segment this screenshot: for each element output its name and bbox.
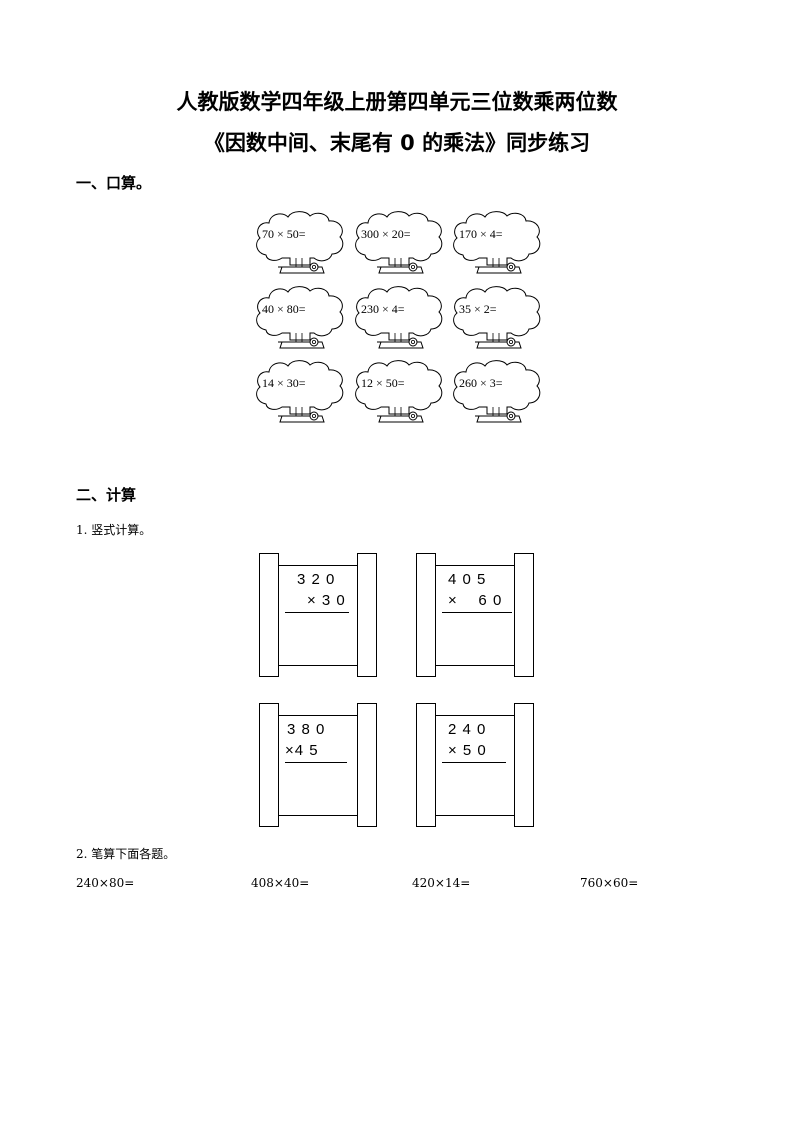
result-underline xyxy=(442,612,512,613)
cloud-tree-icon xyxy=(453,286,541,349)
vertical-calc-frame: 4 0 5 × 6 0 xyxy=(416,553,534,677)
mental-math-expression: 170 × 4= xyxy=(459,227,503,241)
cloud-tree-icon xyxy=(256,211,344,274)
multiplicand: 3 8 0 xyxy=(287,721,326,738)
multiplicand: 2 4 0 xyxy=(448,721,487,738)
result-underline xyxy=(285,762,347,763)
mental-math-expression: 260 × 3= xyxy=(459,376,503,390)
title-line-2: 《因数中间、末尾有 0 的乘法》同步练习 xyxy=(203,131,591,155)
result-underline xyxy=(442,762,506,763)
frame-outline xyxy=(259,553,377,677)
mental-math-expression: 12 × 50= xyxy=(361,376,405,390)
multiplier: × 5 0 xyxy=(448,742,487,759)
title-line-1: 人教版数学四年级上册第四单元三位数乘两位数 xyxy=(176,90,618,114)
mental-math-expression: 40 × 80= xyxy=(262,302,306,316)
vertical-calc-frame: 2 4 0 × 5 0 xyxy=(416,703,534,827)
part-2-label: 2. 笔算下面各题。 xyxy=(76,847,176,861)
cloud-tree-icon xyxy=(256,360,344,423)
frame-outline xyxy=(416,703,534,827)
mental-math-cloud: 12 × 50= xyxy=(351,356,447,426)
written-problem-3: 420×14= xyxy=(412,876,471,890)
result-underline xyxy=(285,612,349,613)
written-problem-2: 408×40= xyxy=(251,876,310,890)
written-problem-4: 760×60= xyxy=(580,876,639,890)
multiplier: ×4 5 xyxy=(285,742,319,759)
mental-math-cloud: 230 × 4= xyxy=(351,282,447,352)
cloud-tree-icon xyxy=(453,360,541,423)
cloud-tree-icon xyxy=(355,211,443,274)
mental-math-cloud: 260 × 3= xyxy=(449,356,545,426)
written-problem-1: 240×80= xyxy=(76,876,135,890)
section-1-heading: 一、口算。 xyxy=(76,174,152,192)
mental-math-cloud: 35 × 2= xyxy=(449,282,545,352)
mental-math-expression: 300 × 20= xyxy=(361,227,411,241)
mental-math-expression: 70 × 50= xyxy=(262,227,306,241)
multiplicand: 4 0 5 xyxy=(448,571,487,588)
frame-outline xyxy=(416,553,534,677)
mental-math-cloud: 40 × 80= xyxy=(252,282,348,352)
frame-outline xyxy=(259,703,377,827)
mental-math-cloud: 170 × 4= xyxy=(449,207,545,277)
part-1-label: 1. 竖式计算。 xyxy=(76,523,152,537)
multiplier: × 3 0 xyxy=(307,592,346,609)
multiplicand: 3 2 0 xyxy=(297,571,336,588)
mental-math-cloud: 14 × 30= xyxy=(252,356,348,426)
multiplier: × 6 0 xyxy=(448,592,503,609)
mental-math-expression: 35 × 2= xyxy=(459,302,497,316)
cloud-tree-icon xyxy=(256,286,344,349)
mental-math-expression: 14 × 30= xyxy=(262,376,306,390)
mental-math-expression: 230 × 4= xyxy=(361,302,405,316)
cloud-tree-icon xyxy=(355,360,443,423)
vertical-calc-frame: 3 2 0 × 3 0 xyxy=(259,553,377,677)
vertical-calc-frame: 3 8 0 ×4 5 xyxy=(259,703,377,827)
mental-math-cloud: 300 × 20= xyxy=(351,207,447,277)
mental-math-cloud: 70 × 50= xyxy=(252,207,348,277)
section-2-heading: 二、计算 xyxy=(76,486,137,504)
cloud-tree-icon xyxy=(355,286,443,349)
cloud-tree-icon xyxy=(453,211,541,274)
